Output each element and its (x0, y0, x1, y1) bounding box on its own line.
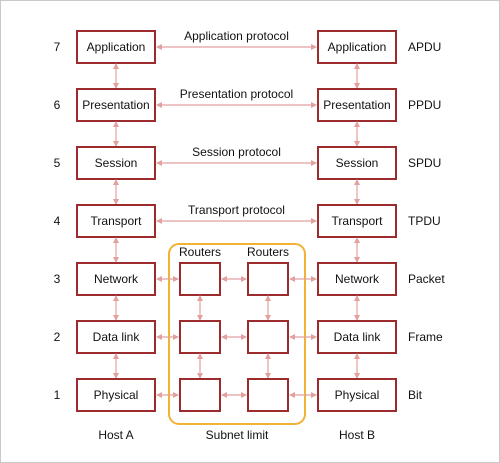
host-a-layer-label: Data link (93, 330, 141, 344)
router-box (179, 378, 221, 412)
peer-protocol-label: Presentation protocol (180, 87, 293, 101)
host-b-layer-label: Transport (332, 214, 384, 228)
host-b-layer-box (317, 378, 397, 412)
layer-number: 6 (54, 98, 61, 112)
layer-number: 2 (54, 330, 61, 344)
host-b-caption: Host B (339, 428, 375, 442)
host-a-layer-box (76, 88, 156, 122)
routers-label: Routers (179, 245, 221, 259)
host-b-layer-label: Physical (335, 388, 380, 402)
data-unit-label: Packet (408, 272, 445, 286)
data-unit-label: PPDU (408, 98, 441, 112)
host-b-layer-label: Presentation (323, 98, 390, 112)
host-a-layer-label: Session (95, 156, 138, 170)
host-b-layer-box (317, 146, 397, 180)
router-box (247, 320, 289, 354)
data-unit-label: SPDU (408, 156, 441, 170)
layer-number: 1 (54, 388, 61, 402)
subnet-caption: Subnet limit (206, 428, 269, 442)
host-a-caption: Host A (98, 428, 133, 442)
host-a-layer-label: Presentation (82, 98, 149, 112)
routers-label: Routers (247, 245, 289, 259)
host-b-layer-label: Application (328, 40, 387, 54)
data-unit-label: TPDU (408, 214, 441, 228)
router-box (179, 262, 221, 296)
layer-number: 7 (54, 40, 61, 54)
router-box (179, 320, 221, 354)
router-box (247, 378, 289, 412)
data-unit-label: Bit (408, 388, 423, 402)
host-b-layer-label: Network (335, 272, 380, 286)
host-a-layer-label: Transport (91, 214, 143, 228)
host-a-layer-box (76, 320, 156, 354)
host-b-layer-label: Data link (334, 330, 382, 344)
layer-number: 4 (54, 214, 61, 228)
host-b-layer-box (317, 320, 397, 354)
peer-protocol-label: Session protocol (192, 145, 281, 159)
host-a-layer-label: Network (94, 272, 139, 286)
data-unit-label: Frame (408, 330, 443, 344)
layer-number: 3 (54, 272, 61, 286)
host-a-layer-label: Application (87, 40, 146, 54)
peer-protocol-label: Application protocol (184, 29, 289, 43)
host-a-layer-box (76, 204, 156, 238)
data-unit-label: APDU (408, 40, 441, 54)
layer-number: 5 (54, 156, 61, 170)
host-a-layer-label: Physical (94, 388, 139, 402)
router-box (247, 262, 289, 296)
host-b-layer-box (317, 262, 397, 296)
host-a-layer-box (76, 378, 156, 412)
host-b-layer-label: Session (336, 156, 379, 170)
peer-protocol-label: Transport protocol (188, 203, 285, 217)
